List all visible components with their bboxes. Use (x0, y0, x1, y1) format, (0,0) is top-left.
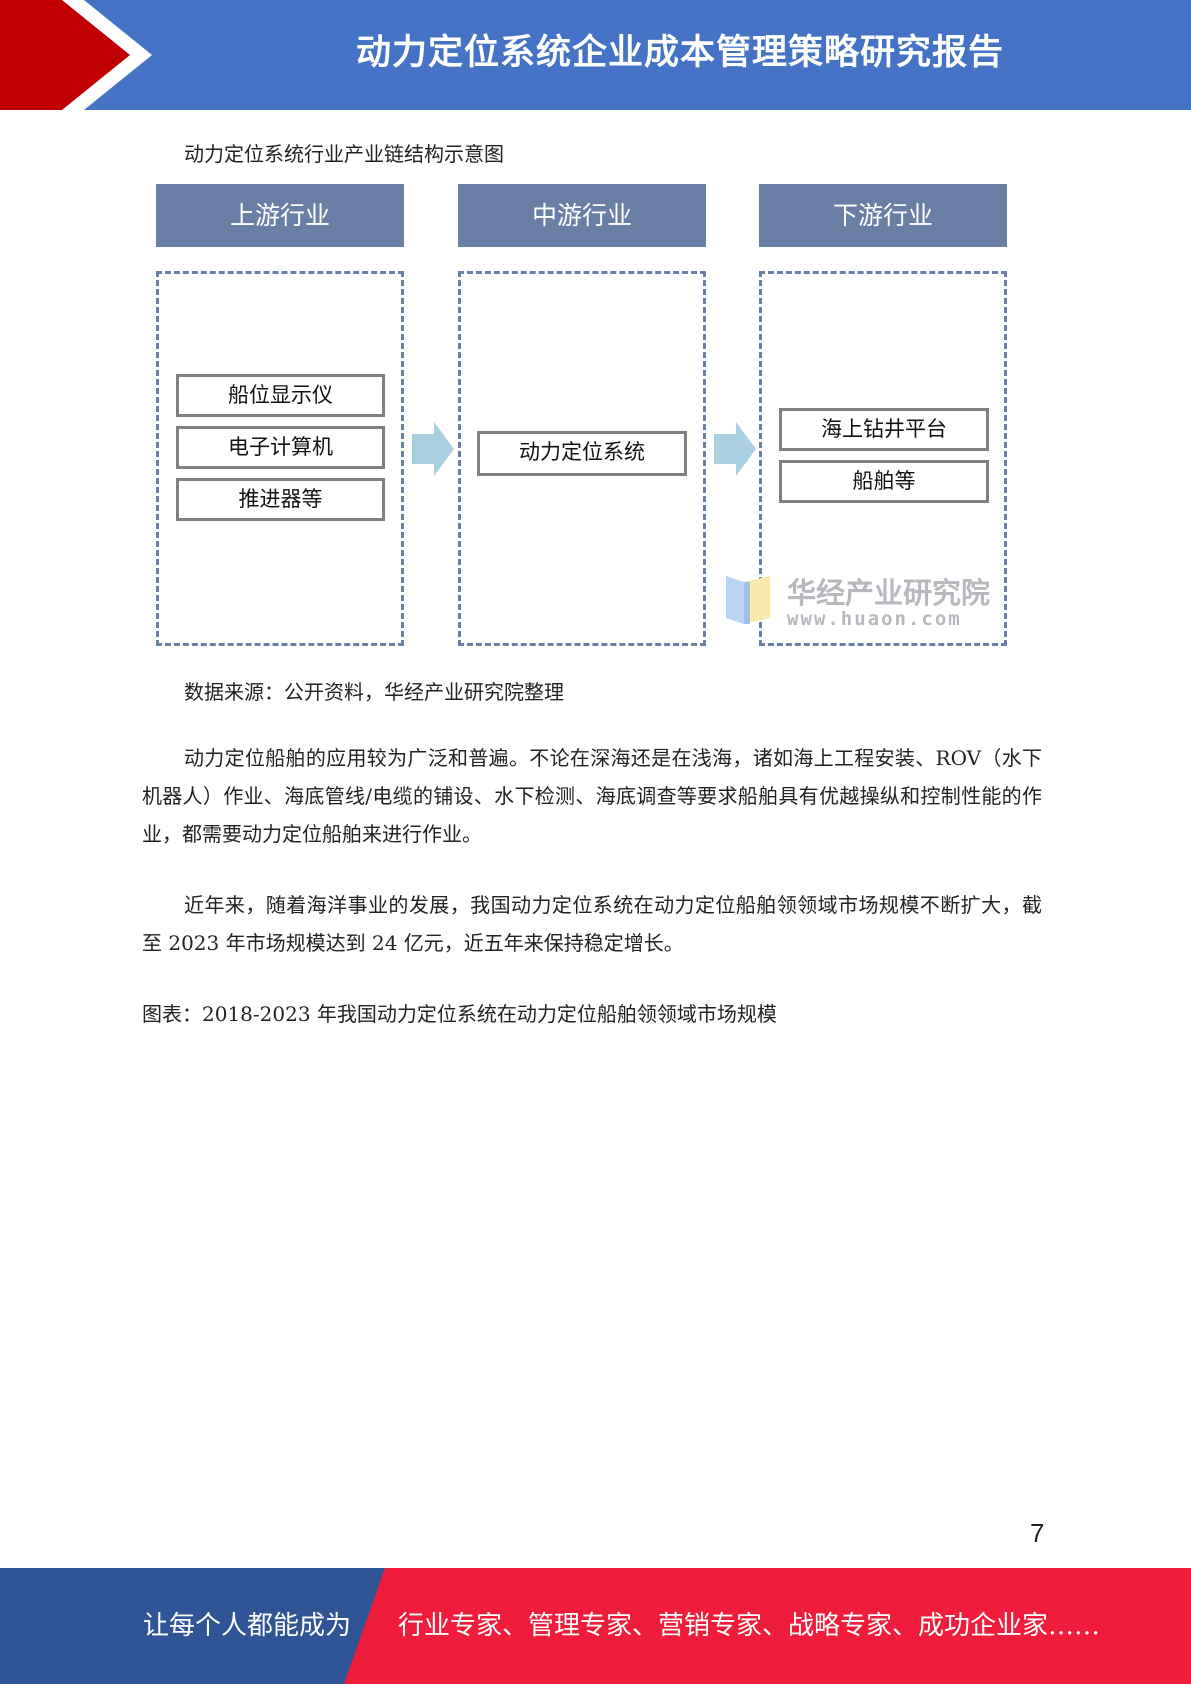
footer-slogan-right: 行业专家、管理专家、营销专家、战略专家、成功企业家…… (398, 1611, 1101, 1641)
figure-caption: 动力定位系统行业产业链结构示意图 (184, 142, 504, 166)
paragraph-1: 动力定位船舶的应用较为广泛和普遍。不论在深海还是在浅海，诸如海上工程安装、ROV… (142, 746, 1042, 846)
flow-arrow-icon (714, 422, 756, 476)
chart-caption: 图表：2018-2023 年我国动力定位系统在动力定位船舶领领域市场规模 (142, 1002, 777, 1026)
header-chevron-graphic (0, 0, 152, 110)
stage-box-upstream (156, 271, 404, 646)
upstream-item: 电子计算机 (176, 426, 385, 469)
stage-box-downstream (759, 271, 1007, 646)
paragraph-2: 近年来，随着海洋事业的发展，我国动力定位系统在动力定位船舶领领域市场规模不断扩大… (142, 893, 1042, 955)
stage-header-upstream: 上游行业 (156, 184, 404, 247)
downstream-item: 船舶等 (779, 460, 989, 503)
huaon-logo-icon (726, 576, 770, 624)
stage-header-midstream: 中游行业 (458, 184, 706, 247)
watermark-logo: 华经产业研究院 www.huaon.com (722, 570, 992, 630)
data-source: 数据来源：公开资料，华经产业研究院整理 (184, 680, 564, 704)
stage-box-midstream (458, 271, 706, 646)
midstream-item: 动力定位系统 (477, 431, 687, 476)
upstream-item: 船位显示仪 (176, 374, 385, 417)
page-header: 动力定位系统企业成本管理策略研究报告 (0, 0, 1191, 110)
report-title: 动力定位系统企业成本管理策略研究报告 (355, 33, 1004, 73)
footer-band-graphic (0, 1568, 385, 1684)
stage-header-downstream: 下游行业 (759, 184, 1007, 247)
footer-slogan-left: 让每个人都能成为 (143, 1611, 352, 1641)
flow-arrow-icon (412, 422, 454, 476)
watermark-url: www.huaon.com (787, 608, 962, 630)
watermark-name: 华经产业研究院 (787, 576, 991, 610)
downstream-item: 海上钻井平台 (779, 408, 989, 451)
page-number: 7 (1030, 1518, 1045, 1548)
page-footer: 让每个人都能成为 行业专家、管理专家、营销专家、战略专家、成功企业家…… (0, 1568, 1191, 1684)
upstream-item: 推进器等 (176, 478, 385, 521)
